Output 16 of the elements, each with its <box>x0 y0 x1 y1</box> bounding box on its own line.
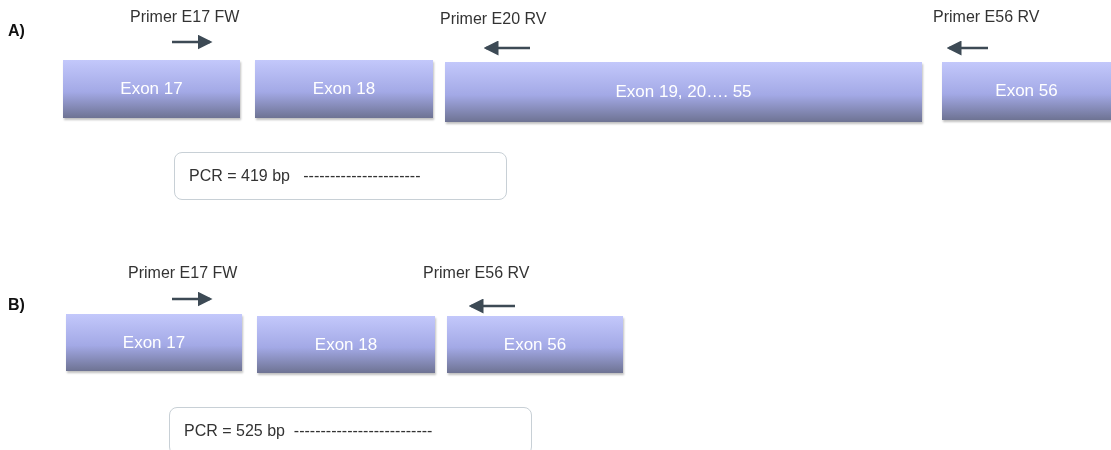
exon-box: Exon 18 <box>255 60 433 118</box>
pcr-product-box: PCR = 419 bp ---------------------- <box>174 152 507 200</box>
primer-label: Primer E17 FW <box>130 8 240 26</box>
exon-box: Exon 17 <box>66 314 242 371</box>
exon-box: Exon 19, 20…. 55 <box>445 62 922 122</box>
exon-box: Exon 56 <box>942 62 1111 120</box>
panel-label: A) <box>8 22 25 40</box>
primer-label: Primer E20 RV <box>440 10 547 28</box>
panel-label: B) <box>8 296 25 314</box>
exon-box: Exon 18 <box>257 316 435 373</box>
exon-box: Exon 56 <box>447 316 623 373</box>
exon-box: Exon 17 <box>63 60 240 118</box>
primer-label: Primer E17 FW <box>128 264 238 282</box>
primer-label: Primer E56 RV <box>933 8 1040 26</box>
pcr-product-box: PCR = 525 bp -------------------------- <box>169 407 532 450</box>
primer-label: Primer E56 RV <box>423 264 530 282</box>
